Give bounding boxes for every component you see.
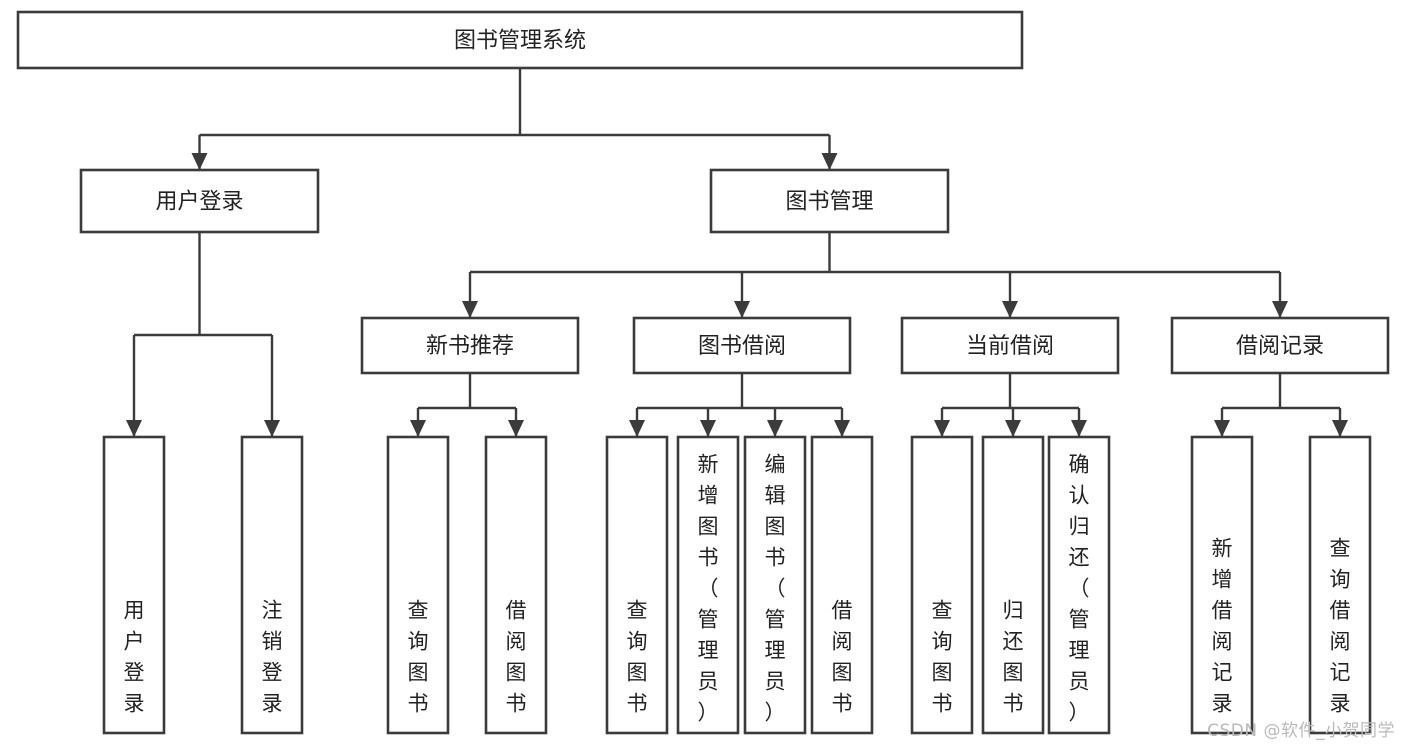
node-box	[605, 435, 669, 735]
nodes-layer: 图书管理系统用户登录图书管理新书推荐图书借阅当前借阅借阅记录用户登录注销登录查询…	[16, 10, 1390, 735]
node-box	[981, 435, 1045, 735]
connectors-layer	[126, 68, 1348, 437]
node-box	[1047, 435, 1111, 735]
node-box	[79, 168, 320, 234]
node-label: 查询图书	[932, 599, 953, 716]
node-label: 当前借阅	[966, 334, 1054, 359]
arrow-head-icon	[508, 420, 524, 437]
arrow-head-icon	[629, 420, 645, 437]
node-box	[910, 435, 974, 735]
node-box	[1308, 435, 1372, 735]
node-label: 借阅图书	[506, 599, 527, 716]
node-leaf-query-book-a[interactable]: 查询图书	[386, 435, 450, 735]
node-box	[484, 435, 548, 735]
node-leaf-add-book[interactable]: 新增图书（管理员）	[676, 435, 740, 735]
node-l1-user-login[interactable]: 用户登录	[79, 168, 320, 234]
node-leaf-borrow-book-a[interactable]: 借阅图书	[484, 435, 548, 735]
node-box	[16, 10, 1024, 70]
node-label: 图书管理	[785, 190, 873, 215]
arrow-head-icon	[264, 420, 280, 437]
arrow-head-icon	[126, 420, 142, 437]
node-leaf-edit-book[interactable]: 编辑图书（管理员）	[743, 435, 807, 735]
node-leaf-query-book-c[interactable]: 查询图书	[910, 435, 974, 735]
node-box	[709, 168, 950, 234]
arrow-head-icon	[1272, 301, 1288, 318]
node-leaf-confirm-return[interactable]: 确认归还（管理员）	[1047, 435, 1111, 735]
node-leaf-add-record[interactable]: 新增借阅记录	[1190, 435, 1254, 735]
arrow-head-icon	[1214, 420, 1230, 437]
node-l2-current-borrow[interactable]: 当前借阅	[900, 316, 1120, 375]
node-box	[1170, 316, 1390, 375]
node-label: 查询图书	[627, 599, 648, 716]
node-box	[810, 435, 874, 735]
arrow-head-icon	[462, 301, 478, 318]
arrow-head-icon	[1005, 420, 1021, 437]
arrow-head-icon	[834, 420, 850, 437]
node-label: 借阅图书	[832, 599, 853, 716]
node-label: 归还图书	[1003, 599, 1024, 716]
node-leaf-return-book[interactable]: 归还图书	[981, 435, 1045, 735]
node-label: 图书借阅	[698, 334, 786, 359]
node-leaf-query-record[interactable]: 查询借阅记录	[1308, 435, 1372, 735]
arrow-head-icon	[821, 153, 838, 170]
node-label: 新增图书（管理员）	[698, 453, 719, 725]
node-box	[1190, 435, 1254, 735]
node-label: 新增借阅记录	[1212, 537, 1233, 716]
node-label: 用户登录	[155, 190, 243, 215]
node-leaf-query-book-b[interactable]: 查询图书	[605, 435, 669, 735]
node-label: 查询借阅记录	[1330, 537, 1351, 716]
arrow-head-icon	[934, 420, 950, 437]
node-label: 新书推荐	[426, 334, 514, 359]
arrow-head-icon	[1071, 420, 1087, 437]
arrow-head-icon	[1002, 301, 1018, 318]
arrow-head-icon	[410, 420, 426, 437]
arrow-head-icon	[700, 420, 716, 437]
node-label: 确认归还（管理员）	[1069, 453, 1090, 725]
node-box	[632, 316, 852, 375]
arrow-head-icon	[191, 153, 208, 170]
node-label: 借阅记录	[1236, 334, 1324, 359]
node-box	[900, 316, 1120, 375]
node-label: 编辑图书（管理员）	[765, 453, 786, 725]
node-box	[360, 316, 580, 375]
node-leaf-user-logout[interactable]: 注销登录	[240, 435, 304, 735]
node-box	[386, 435, 450, 735]
arrow-head-icon	[767, 420, 783, 437]
node-box	[102, 435, 166, 735]
node-l2-borrow-record[interactable]: 借阅记录	[1170, 316, 1390, 375]
arrow-head-icon	[734, 301, 750, 318]
node-root[interactable]: 图书管理系统	[16, 10, 1024, 70]
node-box	[676, 435, 740, 735]
arrow-head-icon	[1332, 420, 1348, 437]
node-l2-book-borrow[interactable]: 图书借阅	[632, 316, 852, 375]
node-leaf-borrow-book-b[interactable]: 借阅图书	[810, 435, 874, 735]
node-label: 用户登录	[124, 599, 145, 716]
node-l2-new-book-rec[interactable]: 新书推荐	[360, 316, 580, 375]
node-leaf-user-login[interactable]: 用户登录	[102, 435, 166, 735]
node-label: 图书管理系统	[454, 29, 586, 54]
node-label: 查询图书	[408, 599, 429, 716]
node-box	[743, 435, 807, 735]
csdn-watermark: CSDN @软件_小贺同学	[1207, 721, 1395, 741]
node-l1-book-mgmt[interactable]: 图书管理	[709, 168, 950, 234]
node-box	[240, 435, 304, 735]
node-label: 注销登录	[262, 599, 283, 716]
